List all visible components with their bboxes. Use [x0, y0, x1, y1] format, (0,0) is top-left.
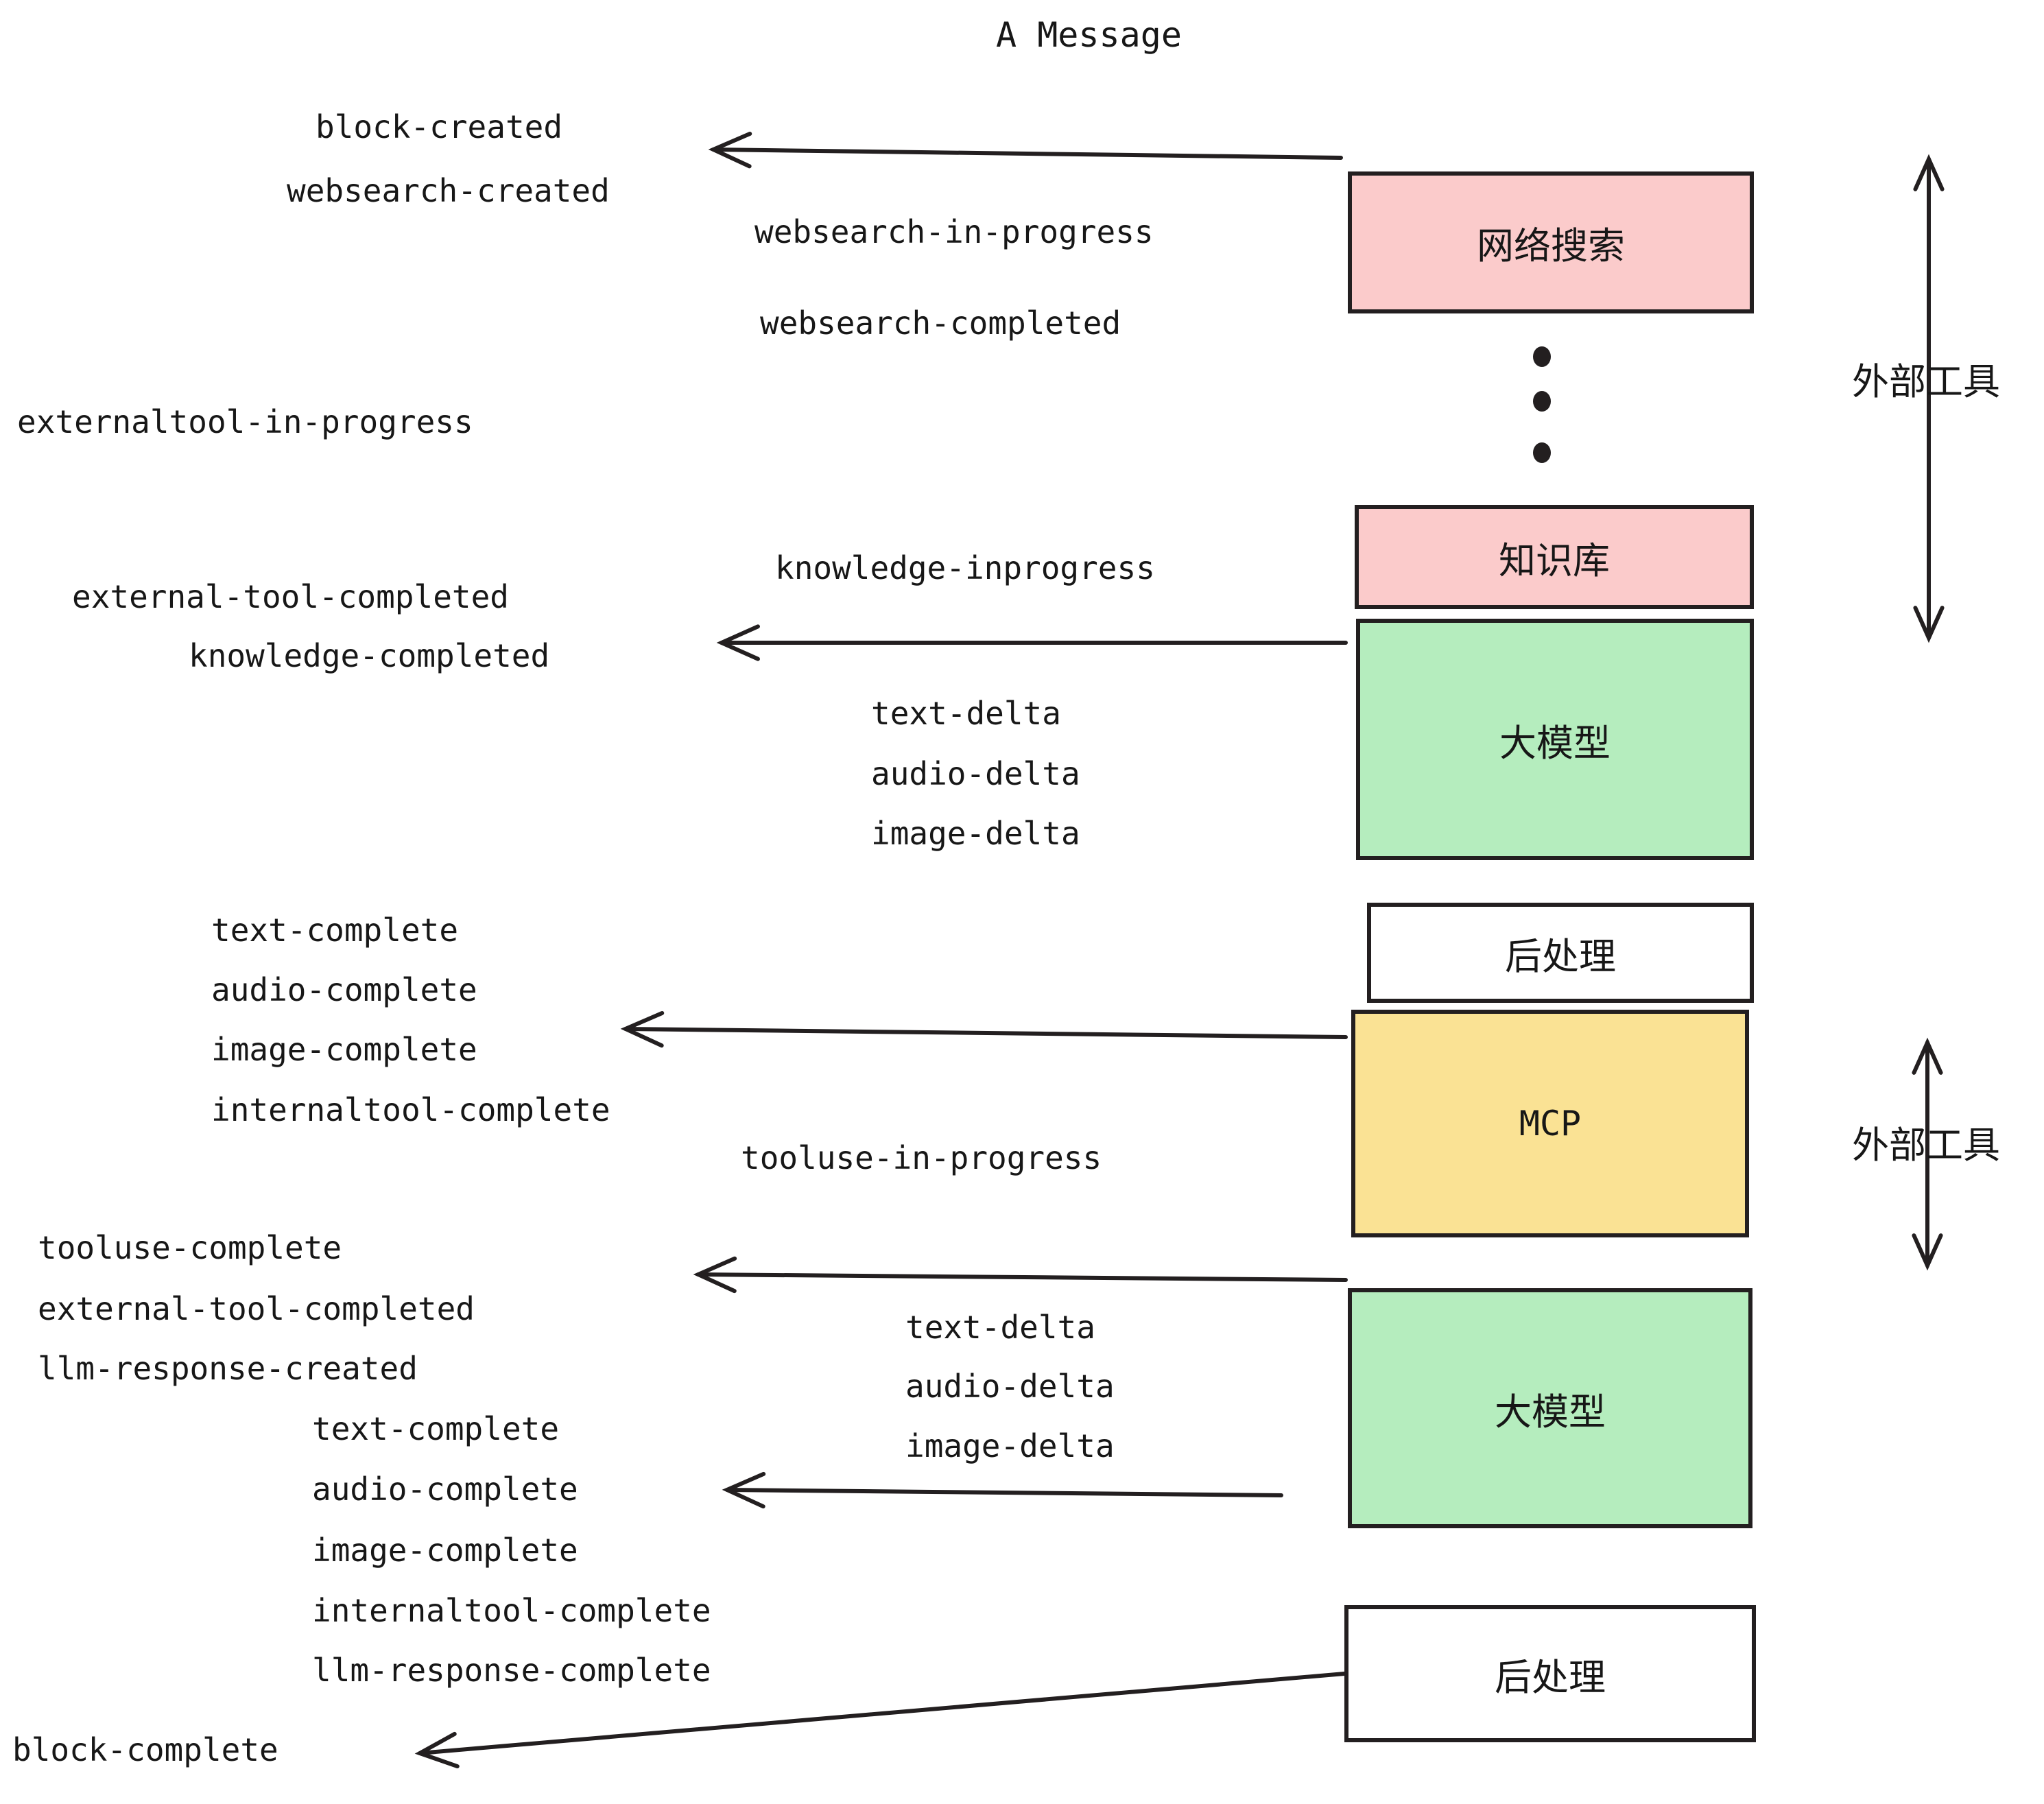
event-label-block-created: block-created — [316, 108, 563, 145]
event-label-internaltool-complete-2: internaltool-complete — [312, 1592, 711, 1629]
event-label-image-delta-2: image-delta — [905, 1427, 1115, 1464]
arrow-image-complete-line — [623, 1027, 1348, 1039]
event-label-text-delta-2: text-delta — [905, 1309, 1095, 1346]
node-mcp[interactable]: MCP — [1351, 1010, 1749, 1237]
node-llm-2[interactable]: 大模型 — [1348, 1288, 1752, 1528]
node-websearch[interactable]: 网络搜索 — [1348, 171, 1754, 313]
event-label-llm-response-created: llm-response-created — [38, 1350, 418, 1387]
arrow-audio-complete-line — [725, 1488, 1283, 1497]
ellipsis-dot-3 — [1533, 442, 1551, 463]
event-label-audio-complete-1: audio-complete — [211, 971, 477, 1008]
arrow-knowledge-complete-head-icon — [716, 624, 760, 661]
event-label-external-tool-completed-2: external-tool-completed — [38, 1290, 475, 1327]
arrow-image-complete-head-icon — [620, 1010, 665, 1048]
event-label-audio-delta-1: audio-delta — [871, 755, 1080, 792]
node-label: 网络搜索 — [1477, 224, 1625, 268]
node-label: 后处理 — [1495, 1655, 1606, 1699]
node-postprocess-1[interactable]: 后处理 — [1367, 903, 1754, 1003]
arrow-tooluse-complete-head-icon — [693, 1256, 737, 1294]
node-label: MCP — [1519, 1104, 1582, 1143]
external-tools-arrow-bottom-head-down-icon — [1912, 1233, 1943, 1271]
event-label-audio-delta-2: audio-delta — [905, 1368, 1115, 1405]
node-label: 大模型 — [1495, 1390, 1606, 1434]
event-label-tooluse-in-progress: tooluse-in-progress — [741, 1139, 1102, 1176]
event-label-knowledge-inprogress: knowledge-inprogress — [775, 549, 1155, 586]
ellipsis-dot-1 — [1533, 346, 1551, 367]
external-tools-arrow-top-head-down-icon — [1913, 606, 1945, 643]
node-label: 大模型 — [1499, 721, 1611, 765]
event-label-websearch-in-progress: websearch-in-progress — [754, 213, 1154, 250]
event-label-audio-complete-2: audio-complete — [312, 1471, 578, 1508]
event-label-knowledge-completed: knowledge-completed — [189, 637, 550, 674]
arrow-block-created-line — [711, 147, 1343, 160]
node-knowledge[interactable]: 知识库 — [1355, 505, 1754, 609]
page-title: A Message — [996, 15, 1182, 55]
arrow-block-created-head-icon — [708, 132, 752, 169]
event-label-image-complete-1: image-complete — [211, 1031, 477, 1068]
ellipsis-dot-2 — [1533, 391, 1551, 412]
event-label-external-tool-completed-1: external-tool-completed — [72, 578, 509, 615]
event-label-text-complete-2: text-complete — [312, 1410, 560, 1447]
event-label-text-complete-1: text-complete — [211, 912, 459, 949]
event-label-text-delta-1: text-delta — [871, 695, 1061, 732]
side-label-external-tools-top: 外部工具 — [1852, 360, 2000, 403]
external-tools-arrow-top-head-up-icon — [1913, 154, 1945, 191]
node-llm-1[interactable]: 大模型 — [1356, 619, 1754, 860]
event-label-tooluse-complete: tooluse-complete — [38, 1229, 342, 1266]
event-label-externaltool-in-progress: externaltool-in-progress — [17, 403, 473, 440]
arrow-audio-complete-head-icon — [722, 1471, 766, 1509]
arrow-tooluse-complete-line — [696, 1272, 1348, 1282]
node-postprocess-2[interactable]: 后处理 — [1344, 1605, 1756, 1742]
event-label-internaltool-complete-1: internaltool-complete — [211, 1091, 610, 1128]
node-label: 知识库 — [1499, 538, 1610, 582]
event-label-block-complete: block-complete — [12, 1731, 278, 1768]
arrow-block-complete-head-icon — [414, 1731, 460, 1769]
external-tools-arrow-bottom-head-up-icon — [1912, 1037, 1943, 1075]
event-label-image-complete-2: image-complete — [312, 1532, 578, 1569]
event-label-image-delta-1: image-delta — [871, 815, 1080, 852]
node-label: 后处理 — [1505, 934, 1616, 978]
side-label-external-tools-bottom: 外部工具 — [1852, 1124, 2000, 1167]
event-label-websearch-completed: websearch-completed — [760, 305, 1121, 342]
event-label-websearch-created: websearch-created — [287, 172, 610, 209]
event-label-llm-response-complete: llm-response-complete — [312, 1652, 711, 1689]
